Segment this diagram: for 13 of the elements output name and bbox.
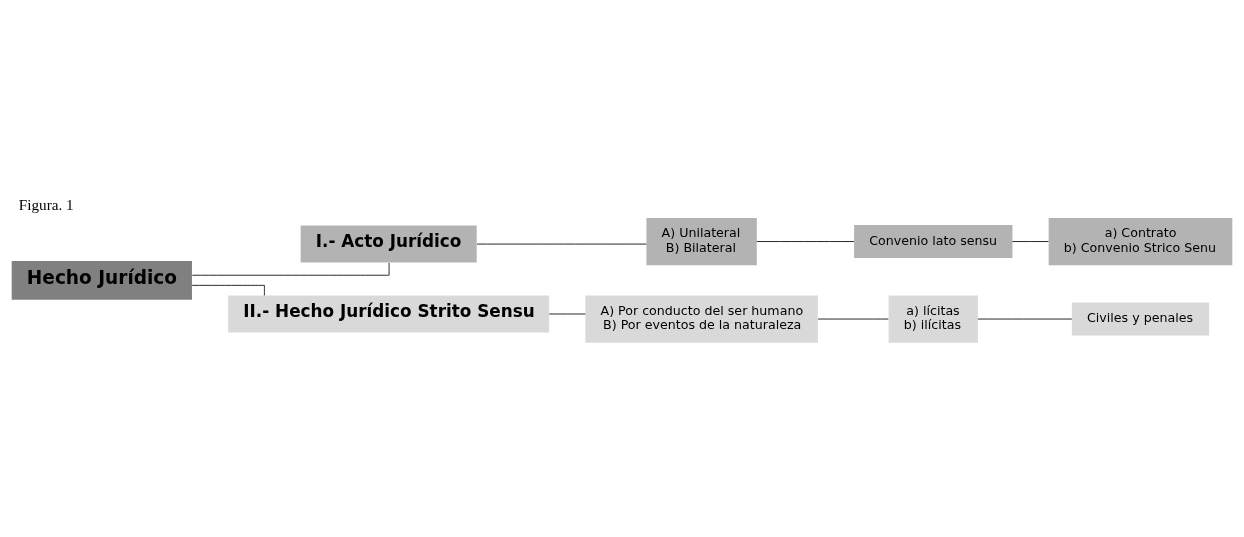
node-box: Civiles y penales bbox=[1071, 302, 1210, 336]
node-box: Hecho Jurídico bbox=[11, 260, 192, 300]
node-box: a) lícitas b) ilícitas bbox=[888, 295, 978, 343]
node-box: a) Contrato b) Convenio Strico Senu bbox=[1048, 217, 1233, 266]
node-box: A) Unilateral B) Bilateral bbox=[646, 217, 757, 266]
node-box: A) Por conducto del ser humano B) Por eventos de la naturaleza bbox=[585, 295, 818, 343]
node-box: Convenio lato sensu bbox=[854, 225, 1013, 258]
node-box: I.- Acto Jurídico bbox=[300, 225, 477, 263]
connector bbox=[1012, 241, 1049, 242]
diagram-title: Figura. 1 bbox=[18, 195, 74, 213]
connector bbox=[191, 284, 265, 296]
connector bbox=[756, 241, 855, 242]
node-box: II.- Hecho Jurídico Strito Sensu bbox=[228, 295, 550, 333]
